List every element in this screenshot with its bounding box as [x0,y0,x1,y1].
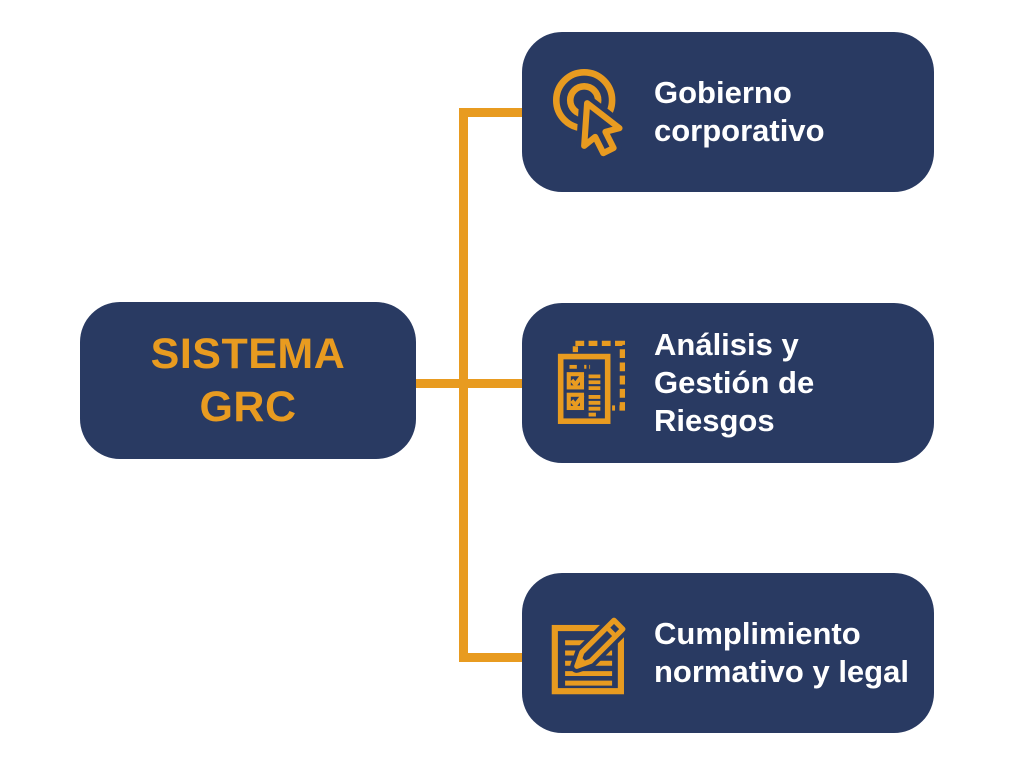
connector-branch-bottom [459,653,529,662]
sistema-grc-label: SISTEMA GRC [150,330,346,431]
node-analisis-gestion-riesgos: Análisis y Gestión de Riesgos [522,303,934,463]
gobierno-corporativo-label: Gobierno corporativo [654,75,825,148]
edit-document-icon [544,604,642,702]
node-cumplimiento-normativo-legal: Cumplimiento normativo y legal [522,573,934,733]
connector-branch-middle [412,379,529,388]
click-cursor-icon [544,63,642,161]
cumplimiento-normativo-legal-label: Cumplimiento normativo y legal [654,616,909,689]
connector-branch-top [459,108,529,117]
node-gobierno-corporativo: Gobierno corporativo [522,32,934,192]
analisis-gestion-riesgos-label: Análisis y Gestión de Riesgos [654,327,815,438]
node-sistema-grc: SISTEMA GRC [80,302,416,459]
checklist-documents-icon [544,334,642,432]
